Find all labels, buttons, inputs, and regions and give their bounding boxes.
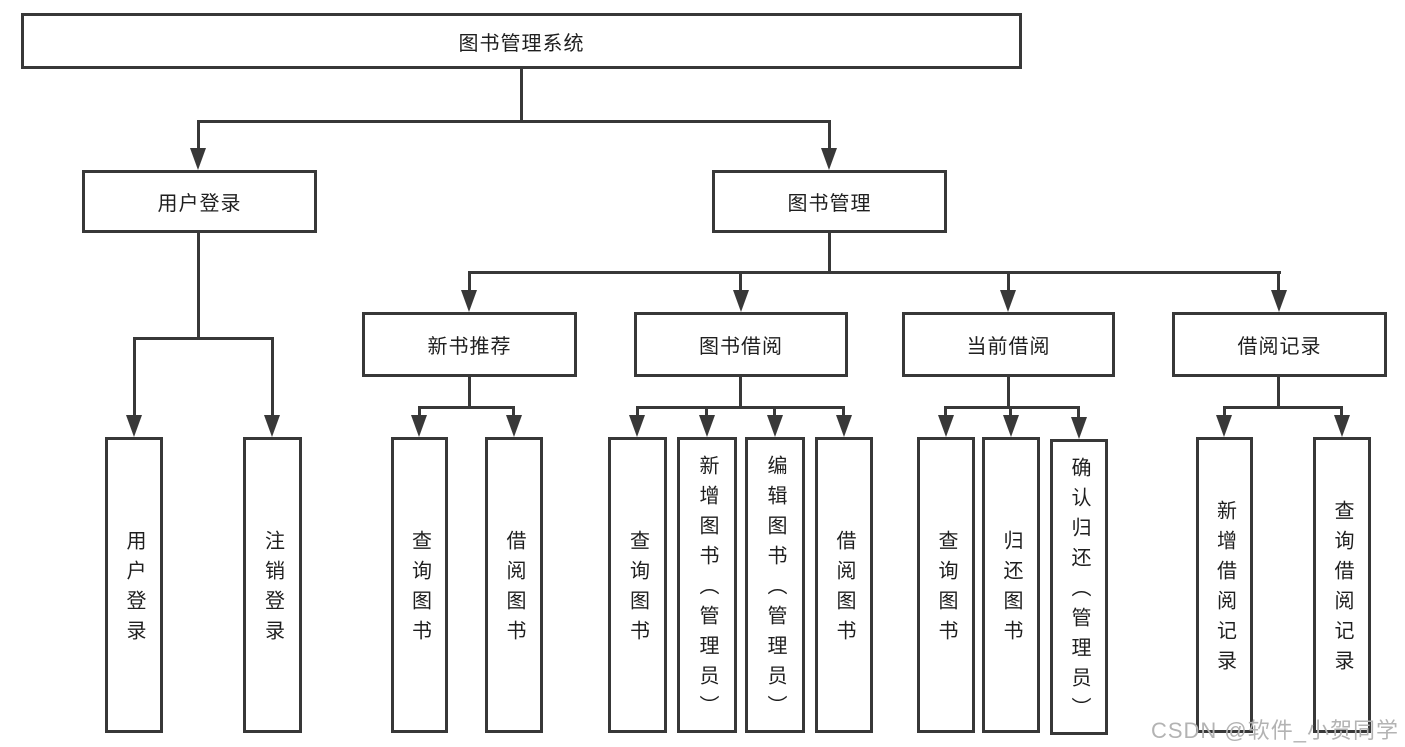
connector-drop-leaf [271,337,274,419]
leaf-label: 借阅图书 [503,530,525,650]
node-user-login: 用户登录 [82,170,317,233]
connector-drop-level3 [1007,271,1010,295]
leaf-label: 确认归还（管理员） [1068,457,1090,727]
node-label: 图书管理 [787,193,872,215]
leaf-confirm-return-admin: 确认归还（管理员） [1050,439,1108,735]
connector-drop-leaf [944,406,947,418]
arrowhead [461,290,477,312]
arrowhead [733,290,749,312]
leaf-label: 新增借阅记录 [1213,500,1236,680]
connector-drop-leaf [512,406,515,418]
node-library-system: 图书管理系统 [21,13,1022,69]
leaf-add-book-admin: 新增图书（管理员） [677,437,737,733]
leaf-user-login: 用户登录 [105,437,163,733]
arrowhead [1271,290,1287,312]
arrowhead [699,415,715,437]
leaf-label: 注销登录 [261,530,284,650]
leaf-label: 查询图书 [408,530,431,650]
connector-level1-distributor [197,120,831,123]
connector-drop-leaf [842,406,845,418]
node-book-management: 图书管理 [712,170,947,233]
node-label: 新书推荐 [427,336,512,358]
arrowhead [629,415,645,437]
node-label: 图书借阅 [699,336,783,358]
connector-drop-leaf [636,406,639,418]
connector-level3-distributor [468,271,1281,274]
leaf-borrow-books-1: 借阅图书 [485,437,543,733]
connector-drop-leaf [133,337,136,419]
leaf-return-book: 归还图书 [982,437,1040,733]
arrowhead [506,415,522,437]
node-label: 当前借阅 [966,336,1051,358]
connector-drop-level3 [739,271,742,295]
arrowhead [1003,415,1019,437]
leaf-label: 查询借阅记录 [1331,500,1353,680]
arrowhead [1000,290,1016,312]
connector-drop-level3 [468,271,471,295]
leaf-query-books-3: 查询图书 [917,437,975,733]
leaf-borrow-books-2: 借阅图书 [815,437,873,733]
leaf-label: 编辑图书（管理员） [764,455,786,725]
node-label: 用户登录 [157,193,242,215]
connector-drop-leaf [1077,406,1080,418]
leaf-edit-book-admin: 编辑图书（管理员） [745,437,805,733]
leaf-label: 借阅图书 [833,530,855,650]
connector-new-rec-down [468,377,471,409]
connector-book-borrow-distributor [636,406,845,409]
connector-current-distributor [944,406,1080,409]
arrowhead [190,148,206,170]
connector-new-rec-distributor [418,406,515,409]
leaf-label: 查询图书 [935,530,957,650]
connector-drop-leaf [1223,406,1226,418]
leaf-logout: 注销登录 [243,437,302,733]
connector-drop-leaf [1009,406,1012,418]
arrowhead [1071,417,1087,439]
connector-drop-leaf [705,406,708,418]
arrowhead [938,415,954,437]
arrowhead [264,415,280,437]
connector-user-login-distributor [133,337,274,340]
node-current-borrow: 当前借阅 [902,312,1115,377]
connector-drop-leaf [773,406,776,418]
arrowhead [1216,415,1232,437]
leaf-query-borrow-record: 查询借阅记录 [1313,437,1371,733]
leaf-label: 归还图书 [1000,530,1022,650]
connector-drop-level3 [1277,271,1280,295]
leaf-label: 新增图书（管理员） [696,455,718,725]
node-book-borrow: 图书借阅 [634,312,848,377]
arrowhead [411,415,427,437]
leaf-query-books-2: 查询图书 [608,437,667,733]
watermark: CSDN @软件_小贺同学 [1150,718,1399,743]
leaf-label: 查询图书 [626,530,649,650]
leaf-add-borrow-record: 新增借阅记录 [1196,437,1253,733]
arrowhead [1334,415,1350,437]
connector-current-down [1007,377,1010,409]
connector-book-mgmt-down [828,233,831,274]
node-borrow-records: 借阅记录 [1172,312,1387,377]
connector-drop-book-mgmt [828,120,831,153]
arrowhead [126,415,142,437]
connector-book-borrow-down [739,377,742,409]
connector-drop-leaf [1340,406,1343,418]
connector-user-login-down [197,233,200,340]
connector-drop-leaf [418,406,421,418]
arrowhead [767,415,783,437]
connector-drop-user-login [197,120,200,153]
leaf-query-books-1: 查询图书 [391,437,448,733]
node-label: 借阅记录 [1237,336,1322,358]
node-label: 图书管理系统 [458,32,585,55]
arrowhead [836,415,852,437]
connector-records-distributor [1223,406,1343,409]
arrowhead [821,148,837,170]
connector-root-drop [520,69,523,122]
node-new-book-recommend: 新书推荐 [362,312,577,377]
connector-records-down [1277,377,1280,409]
leaf-label: 用户登录 [123,530,145,650]
